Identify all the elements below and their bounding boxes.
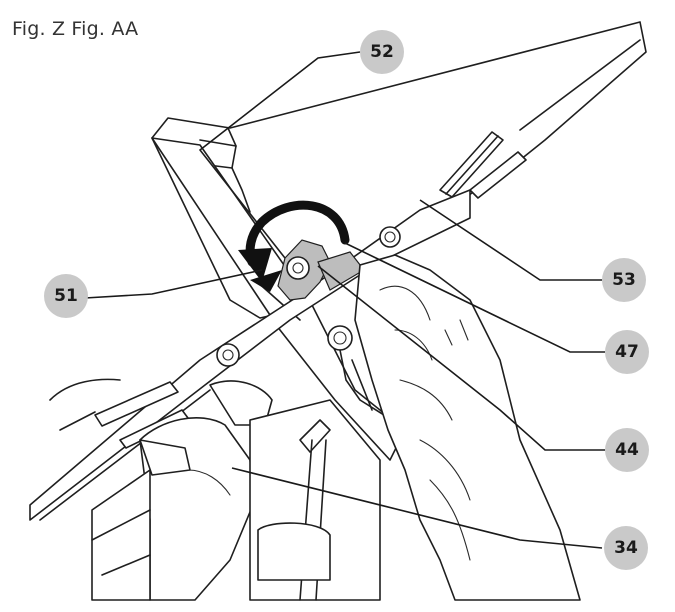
wrench-icon <box>277 239 365 301</box>
svg-text:34: 34 <box>614 538 638 558</box>
rotation-arrow-icon <box>238 200 350 292</box>
svg-text:51: 51 <box>54 286 78 306</box>
leader-51 <box>84 269 263 299</box>
svg-text:53: 53 <box>612 270 636 290</box>
callout-34: 34 <box>604 526 648 570</box>
leader-44 <box>317 265 605 451</box>
leader-53 <box>419 199 602 281</box>
bolt-lower-left <box>216 343 240 367</box>
callout-53: 53 <box>602 258 646 302</box>
leader-52 <box>199 51 361 151</box>
lower-block <box>49 378 381 601</box>
figure-title: Fig. Z Fig. AA <box>12 18 139 40</box>
leader-34 <box>231 467 603 549</box>
svg-text:44: 44 <box>615 440 639 460</box>
callout-44: 44 <box>605 428 649 472</box>
svg-text:52: 52 <box>370 42 394 62</box>
svg-text:47: 47 <box>615 342 639 362</box>
leader-lines <box>84 51 605 549</box>
bolt-upper-right <box>379 226 401 248</box>
callout-47: 47 <box>605 330 649 374</box>
leader-47 <box>344 242 605 353</box>
left-hand <box>139 380 273 601</box>
callout-51: 51 <box>44 274 88 318</box>
hand-icon <box>354 254 581 601</box>
callout-52: 52 <box>360 30 404 74</box>
upper-plate <box>151 21 647 319</box>
